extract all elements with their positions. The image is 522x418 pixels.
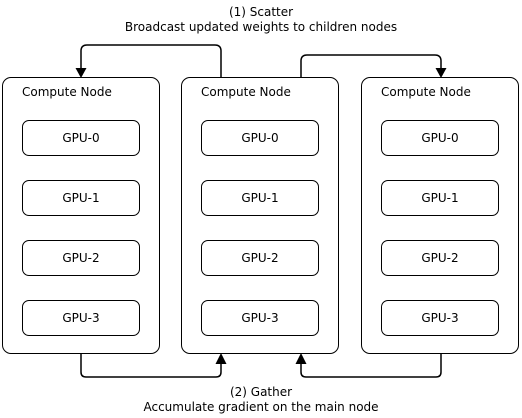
gpu-box: GPU-3 [22,300,140,336]
scatter-description: Broadcast updated weights to children no… [124,20,398,34]
gather-caption: (2) Gather Accumulate gradient on the ma… [0,385,522,415]
gpu-box: GPU-2 [381,240,499,276]
gather-arrow-left [80,354,222,378]
gather-arrow-right [300,354,442,378]
gpu-box: GPU-3 [381,300,499,336]
scatter-arrow-left [80,44,222,77]
scatter-caption: (1) Scatter Broadcast updated weights to… [0,5,522,35]
compute-node-label: Compute Node [201,85,291,99]
gpu-box: GPU-0 [22,120,140,156]
compute-node-2: Compute Node GPU-0 GPU-1 GPU-2 GPU-3 [181,77,339,354]
gpu-box: GPU-0 [201,120,319,156]
gpu-box: GPU-2 [201,240,319,276]
arrowhead-up [215,353,227,364]
gather-title: (2) Gather [229,385,293,399]
compute-node-label: Compute Node [381,85,471,99]
gpu-box: GPU-1 [381,180,499,216]
compute-node-3: Compute Node GPU-0 GPU-1 GPU-2 GPU-3 [361,77,519,354]
gpu-box: GPU-0 [381,120,499,156]
gather-description: Accumulate gradient on the main node [143,400,379,414]
compute-node-1: Compute Node GPU-0 GPU-1 GPU-2 GPU-3 [2,77,160,354]
gpu-box: GPU-2 [22,240,140,276]
gpu-box: GPU-1 [22,180,140,216]
arrowhead-up [295,353,307,364]
gpu-box: GPU-1 [201,180,319,216]
scatter-title: (1) Scatter [228,5,294,19]
compute-node-label: Compute Node [22,85,112,99]
gpu-box: GPU-3 [201,300,319,336]
scatter-arrow-right [300,54,442,77]
